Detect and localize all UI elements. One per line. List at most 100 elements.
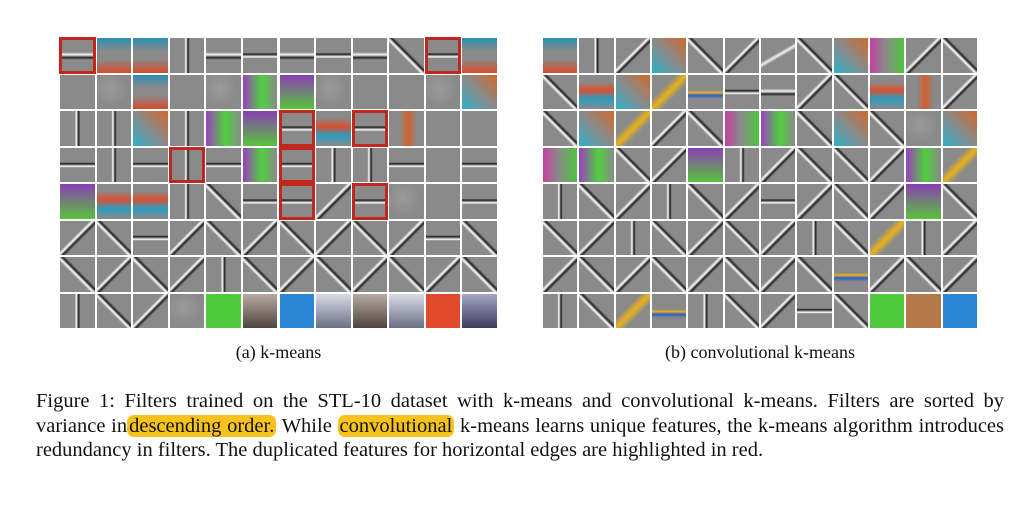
filter-tile — [96, 220, 132, 255]
filter-tile — [906, 74, 941, 109]
caption-text-3: k-means learns unique features, the k-me… — [36, 414, 1005, 462]
filter-tile — [425, 74, 461, 109]
filter-tile — [462, 147, 497, 182]
filter-tile — [352, 257, 388, 292]
filter-tile — [724, 220, 759, 255]
filter-tile — [833, 147, 868, 182]
filter-tile — [833, 220, 868, 255]
filter-tile — [761, 293, 796, 328]
filter-tile — [96, 147, 132, 182]
filter-tile — [870, 147, 905, 182]
filter-tile — [688, 38, 723, 73]
filter-tile — [797, 293, 832, 328]
caption-highlight-descending-order: descending order. — [127, 414, 277, 437]
filter-tile — [133, 257, 168, 292]
filter-tile — [906, 293, 941, 328]
filter-tile — [206, 147, 241, 182]
filter-tile — [942, 74, 977, 109]
filter-tile — [389, 74, 424, 109]
filter-tile — [425, 38, 461, 73]
filter-tile — [870, 111, 905, 146]
filter-tile — [652, 184, 687, 219]
filter-tile — [688, 147, 723, 182]
filter-tile — [279, 111, 315, 146]
filter-tile — [579, 184, 614, 219]
filter-tile — [206, 74, 241, 109]
filter-tile — [60, 184, 95, 219]
filter-tile — [906, 147, 941, 182]
subfigure-b-conv-kmeans-filters — [543, 38, 977, 328]
filter-tile — [688, 74, 723, 109]
filter-tile — [652, 293, 687, 328]
filter-tile — [279, 184, 315, 219]
filter-tile — [543, 184, 578, 219]
filter-tile — [169, 38, 205, 73]
filter-tile — [942, 184, 977, 219]
filter-tile — [615, 111, 650, 146]
filter-tile — [242, 147, 278, 182]
filter-tile — [688, 184, 723, 219]
filter-tile — [942, 257, 977, 292]
filter-grid-kmeans — [59, 37, 497, 328]
caption-text-2: While — [276, 414, 332, 437]
filter-tile — [652, 257, 687, 292]
filter-tile — [389, 293, 424, 328]
filter-tile — [316, 111, 351, 146]
filter-tile — [133, 184, 168, 219]
filter-tile — [60, 220, 95, 255]
filter-tile — [543, 38, 578, 73]
filter-tile — [615, 147, 650, 182]
filter-tile — [316, 220, 351, 255]
filter-tile — [242, 257, 278, 292]
filter-tile — [543, 74, 578, 109]
filter-tile — [906, 111, 941, 146]
filter-tile — [579, 111, 614, 146]
filter-tile — [169, 184, 205, 219]
filter-tile — [833, 74, 868, 109]
filter-tile — [870, 257, 905, 292]
filter-tile — [797, 220, 832, 255]
subfigure-b-caption: (b) convolutional k-means — [665, 342, 855, 362]
filter-tile — [242, 111, 278, 146]
filter-tile — [543, 293, 578, 328]
filter-tile — [761, 38, 796, 73]
filter-tile — [169, 111, 205, 146]
filter-tile — [389, 220, 424, 255]
filter-tile — [133, 293, 168, 328]
filter-tile — [462, 293, 497, 328]
filter-tile — [206, 38, 241, 73]
filter-tile — [242, 184, 278, 219]
filter-tile — [615, 220, 650, 255]
filter-tile — [279, 74, 315, 109]
filter-tile — [96, 257, 132, 292]
filter-tile — [688, 111, 723, 146]
filter-tile — [870, 184, 905, 219]
filter-tile — [462, 257, 497, 292]
filter-tile — [425, 184, 461, 219]
filter-tile — [615, 74, 650, 109]
caption-highlight-convolutional: convolutional — [337, 414, 455, 437]
filter-tile — [352, 293, 388, 328]
filter-tile — [60, 257, 95, 292]
filter-tile — [352, 38, 388, 73]
filter-tile — [60, 111, 95, 146]
filter-tile — [579, 74, 614, 109]
filter-tile — [133, 111, 168, 146]
filter-tile — [133, 147, 168, 182]
filter-tile — [462, 220, 497, 255]
filter-tile — [724, 293, 759, 328]
filter-tile — [242, 293, 278, 328]
filter-tile — [133, 74, 168, 109]
filter-tile — [906, 184, 941, 219]
filter-tile — [906, 257, 941, 292]
filter-tile — [615, 38, 650, 73]
filter-tile — [389, 257, 424, 292]
filter-tile — [352, 220, 388, 255]
filter-tile — [906, 220, 941, 255]
filter-tile — [724, 111, 759, 146]
filter-tile — [761, 147, 796, 182]
filter-tile — [60, 74, 95, 109]
filter-tile — [169, 74, 205, 109]
filter-tile — [462, 184, 497, 219]
filter-tile — [206, 220, 241, 255]
